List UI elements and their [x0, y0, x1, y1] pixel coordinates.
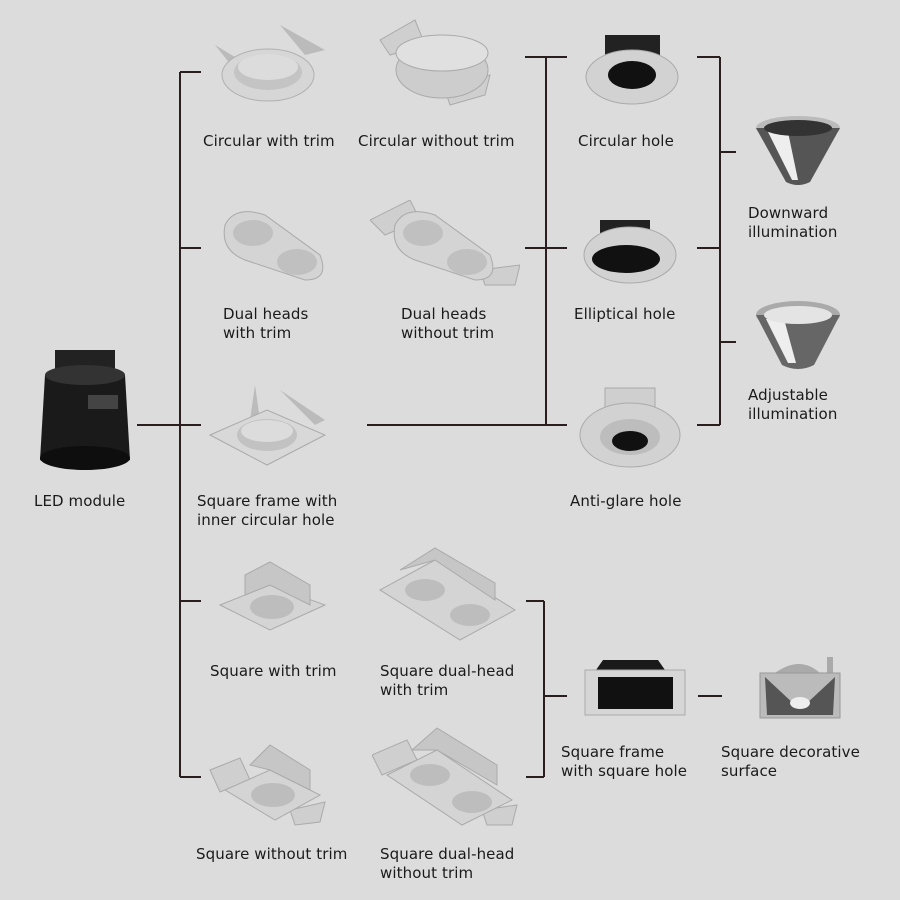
dual-heads-without-trim-image [370, 200, 520, 286]
label-line: Adjustable [748, 386, 828, 404]
label-elliptical-hole: Elliptical hole [574, 305, 676, 324]
label-anti-glare-hole: Anti-glare hole [570, 492, 682, 511]
label-line: Circular hole [578, 132, 674, 150]
circular-with-trim-image [215, 25, 325, 102]
label-line: without trim [380, 864, 474, 882]
label-line: Square dual-head [380, 845, 515, 863]
elliptical-hole-image [583, 220, 677, 284]
label-line: illumination [748, 223, 838, 241]
label-square-without-trim: Square without trim [196, 845, 347, 864]
circular-hole-image [585, 35, 679, 105]
circular-without-trim-image [379, 19, 491, 106]
label-line: with trim [223, 324, 292, 342]
dual-heads-with-trim-image [223, 211, 324, 281]
label-line: Square with trim [210, 662, 337, 680]
label-line: Square decorative [721, 743, 860, 761]
label-line: illumination [748, 405, 838, 423]
label-line: Dual heads [223, 305, 309, 323]
label-line: Square dual-head [380, 662, 515, 680]
label-line: Circular without trim [358, 132, 515, 150]
square-frame-square-hole-image [584, 660, 686, 716]
label-circular-without-trim: Circular without trim [358, 132, 515, 151]
label-line: Square frame [561, 743, 665, 761]
label-line: surface [721, 762, 778, 780]
led-module-image [40, 350, 130, 470]
label-line: with square hole [561, 762, 688, 780]
label-line: without trim [401, 324, 495, 342]
square-dual-head-with-trim-image [379, 547, 516, 641]
label-line: Dual heads [401, 305, 487, 323]
label-circular-hole: Circular hole [578, 132, 674, 151]
adjustable-illumination-image [756, 301, 840, 369]
square-frame-inner-circular-image [208, 385, 327, 466]
square-dual-head-without-trim-image [372, 727, 518, 826]
square-without-trim-image [209, 744, 326, 826]
square-with-trim-image [218, 561, 327, 631]
label-line: LED module [34, 492, 126, 510]
label-line: inner circular hole [197, 511, 335, 529]
label-line: Square frame with [197, 492, 338, 510]
label-circular-with-trim: Circular with trim [203, 132, 335, 151]
label-led-module: LED module [34, 492, 125, 511]
label-line: Circular with trim [203, 132, 335, 150]
label-line: Downward [748, 204, 829, 222]
square-decorative-surface-image [759, 657, 841, 719]
label-line: Anti-glare hole [570, 492, 682, 510]
label-line: with trim [380, 681, 449, 699]
label-square-with-trim: Square with trim [210, 662, 337, 681]
downward-illumination-image [756, 116, 840, 185]
label-line: Square without trim [196, 845, 348, 863]
label-line: Elliptical hole [574, 305, 676, 323]
anti-glare-hole-image [579, 387, 681, 468]
